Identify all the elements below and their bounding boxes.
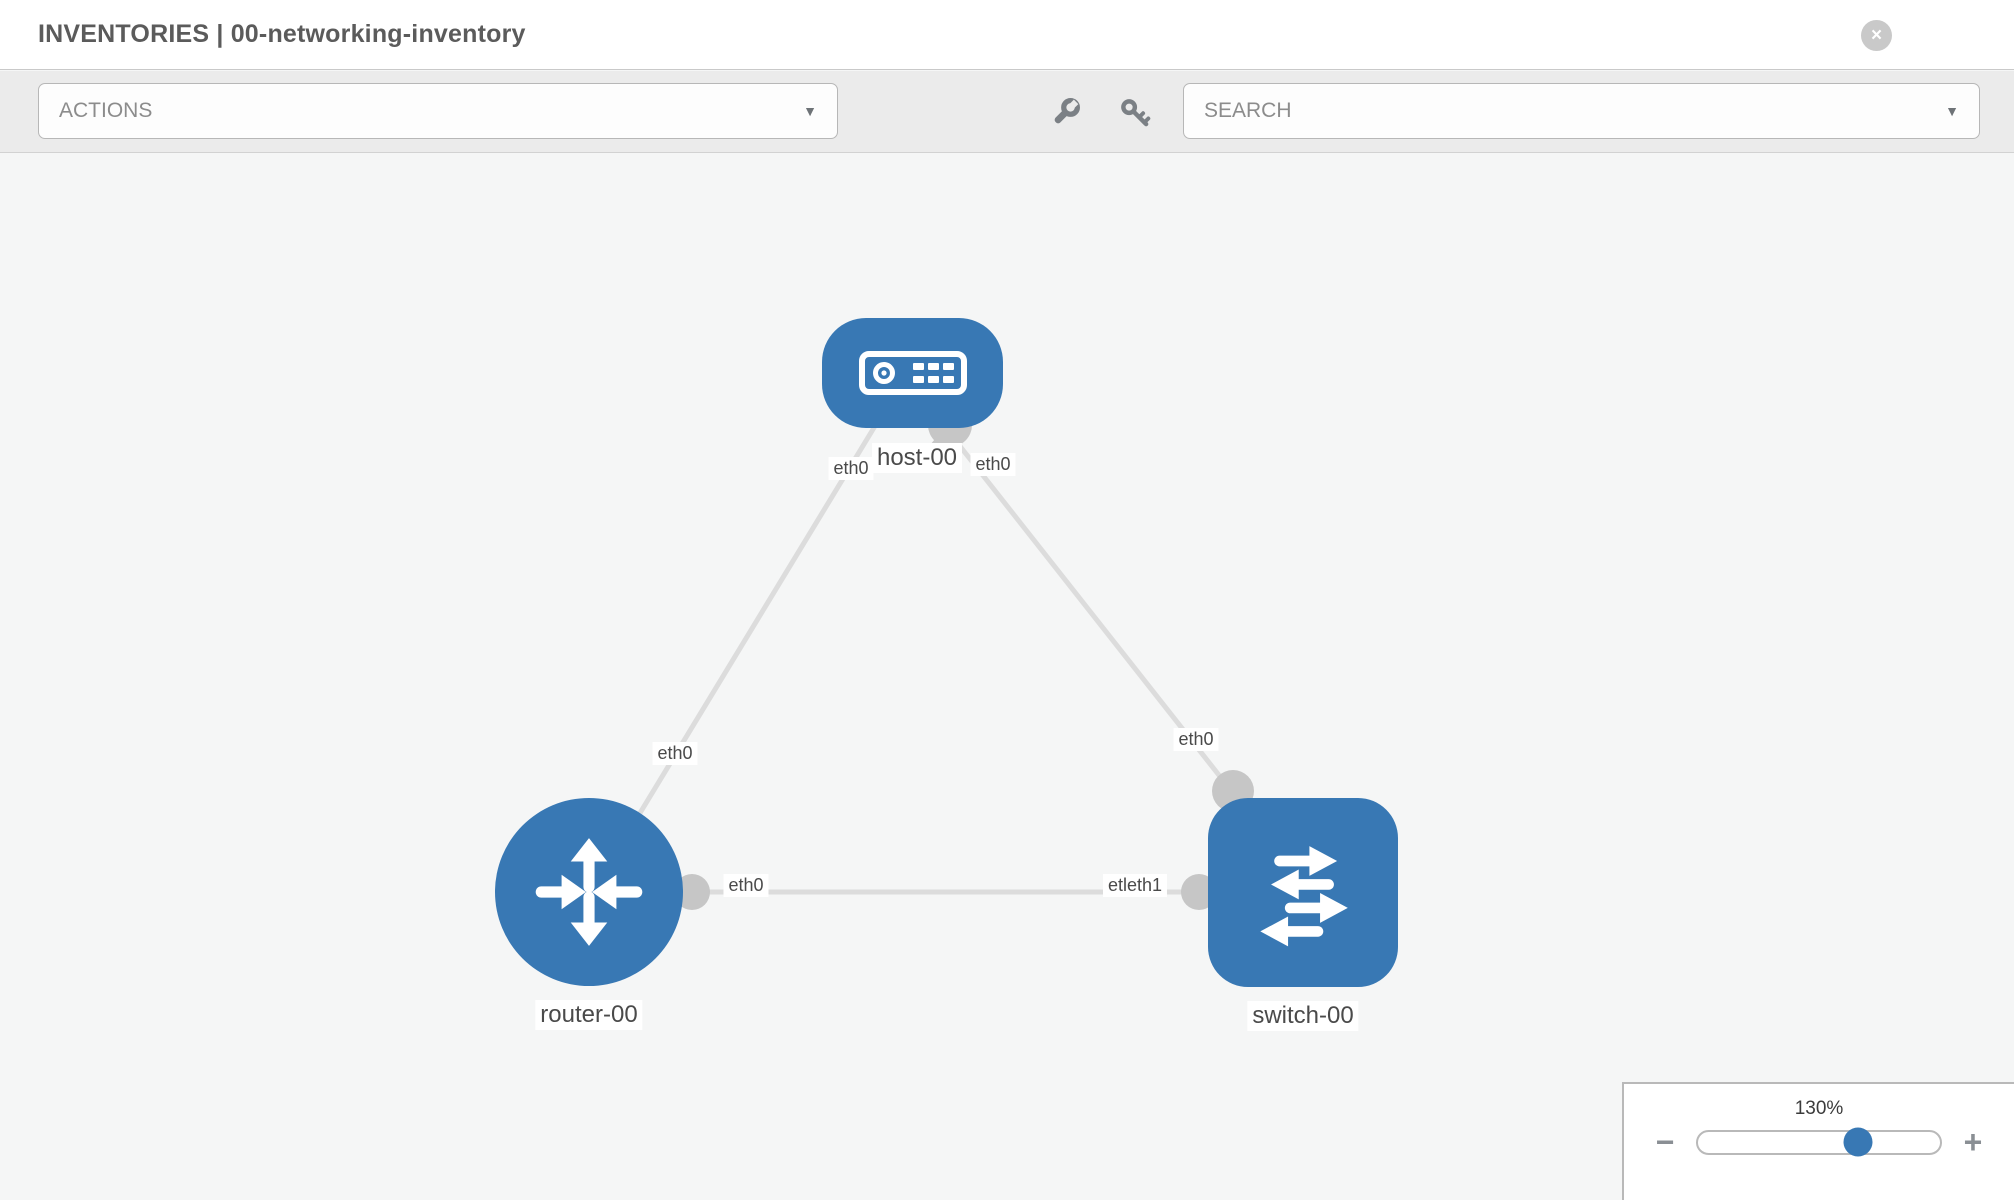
node-label-host: host-00 bbox=[871, 443, 963, 473]
node-label-switch: switch-00 bbox=[1247, 1001, 1359, 1031]
router-icon bbox=[535, 838, 643, 946]
zoom-slider-thumb[interactable] bbox=[1843, 1127, 1873, 1157]
interface-dot[interactable] bbox=[674, 874, 710, 910]
actions-dropdown-label: ACTIONS bbox=[59, 99, 153, 122]
wrench-icon bbox=[1054, 98, 1080, 124]
node-label-router: router-00 bbox=[535, 1000, 643, 1030]
zoom-slider[interactable] bbox=[1696, 1127, 1942, 1157]
zoom-panel: 130% − + bbox=[1622, 1082, 2014, 1200]
key-icon bbox=[1121, 99, 1151, 127]
zoom-level: 130% bbox=[1794, 1098, 1844, 1119]
header: INVENTORIES | 00-networking-inventory × bbox=[0, 0, 2014, 70]
switch-icon bbox=[1260, 845, 1348, 946]
interface-label: eth0 bbox=[723, 874, 769, 897]
chevron-down-icon: ▼ bbox=[803, 103, 817, 119]
node-switch-00[interactable] bbox=[1208, 798, 1398, 987]
toolbar: ACTIONS ▼ SEARCH ▼ bbox=[0, 71, 2014, 153]
zoom-in-button[interactable]: + bbox=[1963, 1124, 1983, 1160]
search-dropdown-label: SEARCH bbox=[1204, 99, 1292, 122]
interface-label: eth0 bbox=[828, 457, 874, 480]
node-host-00[interactable] bbox=[822, 318, 1003, 428]
interface-label: eth0 bbox=[652, 742, 698, 765]
credentials-button[interactable] bbox=[1117, 95, 1153, 131]
interface-label: etleth1 bbox=[1102, 874, 1168, 897]
interface-label: eth0 bbox=[1173, 728, 1219, 751]
adhoc-commands-button[interactable] bbox=[1047, 95, 1083, 131]
zoom-out-button[interactable]: − bbox=[1655, 1124, 1675, 1160]
actions-dropdown[interactable]: ACTIONS ▼ bbox=[38, 83, 838, 139]
host-icon bbox=[858, 351, 967, 395]
links-layer bbox=[637, 403, 1254, 910]
close-icon: × bbox=[1870, 25, 1883, 46]
topology-canvas[interactable]: host-00 eth0 eth0 eth0 eth0 eth0 etleth1… bbox=[0, 154, 2014, 1200]
close-button[interactable]: × bbox=[1861, 20, 1892, 51]
interface-label: eth0 bbox=[970, 453, 1016, 476]
node-router-00[interactable] bbox=[495, 798, 683, 986]
search-dropdown[interactable]: SEARCH ▼ bbox=[1183, 83, 1980, 139]
chevron-down-icon: ▼ bbox=[1945, 103, 1959, 119]
page-title: INVENTORIES | 00-networking-inventory bbox=[38, 20, 526, 48]
